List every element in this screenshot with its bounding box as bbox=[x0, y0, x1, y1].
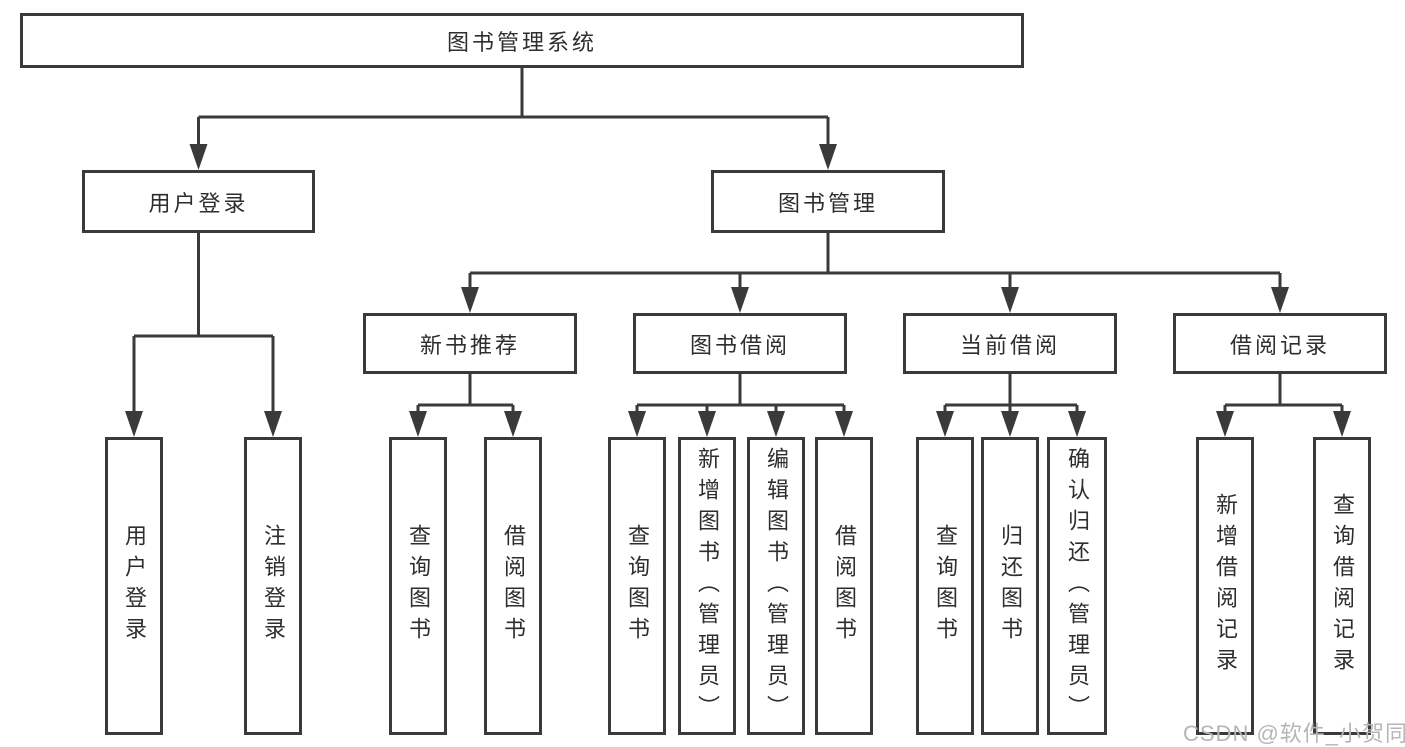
leaf-edit-books-admin: 编辑图书（管理员） bbox=[747, 437, 805, 735]
leaf-add-books-admin: 新增图书（管理员） bbox=[678, 437, 736, 735]
leaf-query-books-current: 查询图书 bbox=[916, 437, 974, 735]
watermark: CSDN @软件_小贺同学 bbox=[1183, 721, 1405, 746]
connector-book-management-to-level3 bbox=[468, 233, 1282, 293]
leaf-add-borrow-record: 新增借阅记录 bbox=[1196, 437, 1254, 735]
leaf-user-login: 用户登录 bbox=[105, 437, 163, 735]
leaf-confirm-return-admin: 确认归还（管理员） bbox=[1047, 437, 1107, 735]
node-borrow-records: 借阅记录 bbox=[1173, 313, 1387, 374]
connector-borrow-records-to-leaves bbox=[1223, 374, 1344, 418]
leaf-query-books-borrowing: 查询图书 bbox=[608, 437, 666, 735]
leaf-query-books-recommend: 查询图书 bbox=[389, 437, 447, 735]
leaf-query-borrow-record: 查询借阅记录 bbox=[1313, 437, 1371, 735]
connector-new-book-recommend-to-leaves bbox=[416, 374, 515, 418]
leaf-borrow-books-borrowing: 借阅图书 bbox=[815, 437, 873, 735]
node-library-management-system: 图书管理系统 bbox=[20, 13, 1024, 68]
connector-user-login-to-leaves bbox=[132, 233, 275, 418]
connector-book-borrowing-to-leaves bbox=[635, 374, 846, 418]
node-new-book-recommend: 新书推荐 bbox=[363, 313, 577, 374]
leaf-borrow-books-recommend: 借阅图书 bbox=[484, 437, 542, 735]
node-user-login: 用户登录 bbox=[82, 170, 315, 233]
node-book-management: 图书管理 bbox=[711, 170, 945, 233]
leaf-logout: 注销登录 bbox=[244, 437, 302, 735]
arrowheads bbox=[125, 144, 1351, 437]
leaf-return-books: 归还图书 bbox=[981, 437, 1039, 735]
connector-root-to-level2 bbox=[197, 68, 830, 150]
node-book-borrowing: 图书借阅 bbox=[633, 313, 847, 374]
node-current-borrowing: 当前借阅 bbox=[903, 313, 1117, 374]
